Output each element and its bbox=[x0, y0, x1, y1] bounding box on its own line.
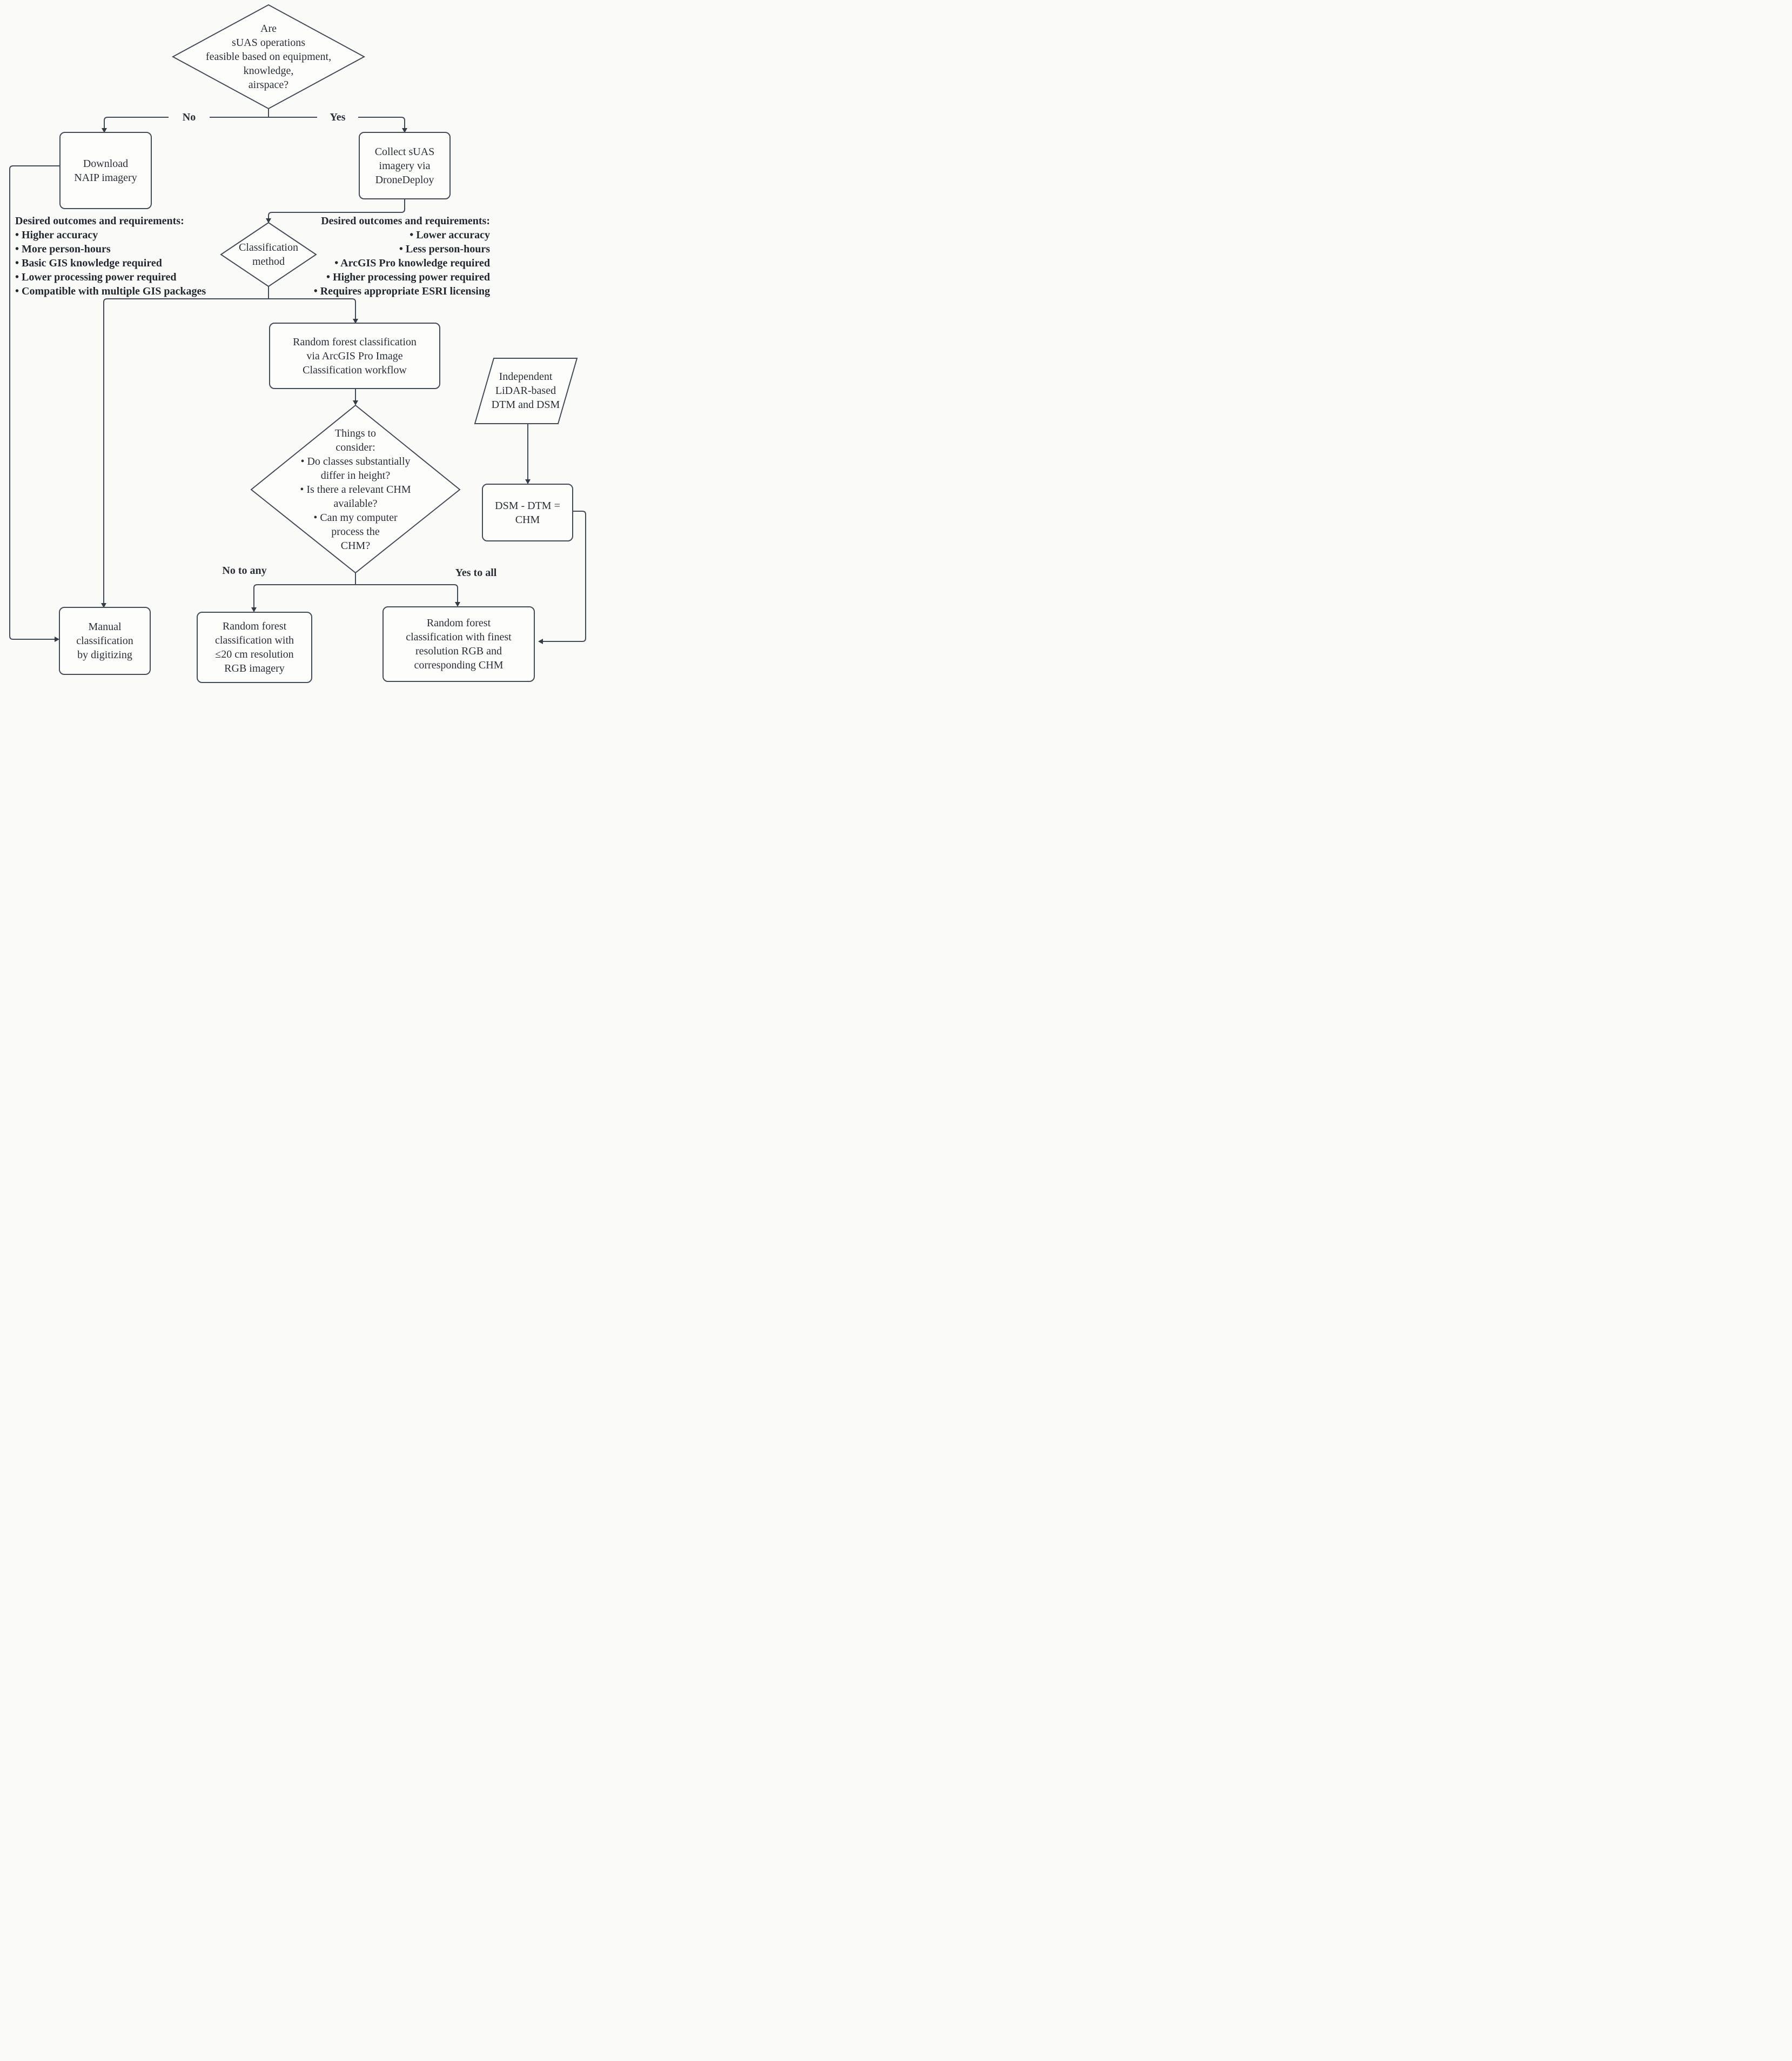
edge-collect-to-classification bbox=[268, 199, 405, 219]
rf-outcomes-bullet: • Lower accuracy bbox=[410, 229, 490, 241]
branch-label-no-to-any: No to any bbox=[222, 564, 267, 577]
rf-outcomes-title: Desired outcomes and requirements: bbox=[321, 215, 490, 227]
collect-suas-box bbox=[359, 132, 451, 199]
arrowhead-into-download bbox=[102, 128, 107, 133]
manual-outcomes-bullet: • Compatible with multiple GIS packages bbox=[15, 285, 206, 297]
manual-outcomes-bullet: • More person-hours bbox=[15, 243, 111, 255]
flowchart-canvas: Are sUAS operations feasible based on eq… bbox=[0, 0, 598, 687]
edge-chm-to-rf-chm bbox=[542, 511, 586, 642]
download-naip-text: Download NAIP imagery bbox=[74, 157, 137, 184]
arrowhead-into-manual-top bbox=[101, 603, 106, 608]
arrowhead-into-rf-chm-right bbox=[538, 639, 543, 644]
rf-workflow-text: Random forest classification via ArcGIS … bbox=[293, 336, 417, 376]
rf-outcomes-bullet: • Less person-hours bbox=[399, 243, 490, 255]
manual-outcomes-note: Desired outcomes and requirements: • Hig… bbox=[15, 214, 285, 298]
edge-naip-to-manual bbox=[9, 165, 60, 640]
edge-no-yes-split bbox=[104, 117, 405, 129]
manual-classification-box bbox=[59, 607, 151, 675]
arrowhead-into-rf-rgb bbox=[251, 607, 257, 612]
download-naip-box bbox=[59, 132, 152, 209]
arrowhead-into-chm-box bbox=[525, 479, 531, 484]
branch-label-yes: Yes bbox=[317, 110, 358, 124]
chm-formula-box bbox=[482, 484, 573, 541]
rf-workflow-box bbox=[269, 323, 440, 389]
lidar-dtm-dsm-text: Independent LiDAR-based DTM and DSM bbox=[491, 371, 560, 411]
rf-outcomes-bullet: • Requires appropriate ESRI licensing bbox=[313, 285, 490, 297]
things-to-consider-diamond bbox=[250, 404, 461, 574]
rf-rgb-chm-box bbox=[382, 606, 535, 682]
rf-rgb-only-text: Random forest classification with ≤20 cm… bbox=[214, 620, 294, 674]
arrowhead-into-consider bbox=[353, 400, 358, 405]
manual-outcomes-title: Desired outcomes and requirements: bbox=[15, 215, 184, 227]
classification-method-diamond bbox=[220, 222, 317, 287]
edge-classification-split bbox=[103, 298, 356, 604]
arrowhead-into-rf-chm-top bbox=[455, 602, 460, 607]
arrowhead-into-collect bbox=[402, 128, 407, 133]
branch-label-no: No bbox=[169, 110, 210, 124]
random-forest-outcomes-note: Desired outcomes and requirements: • Low… bbox=[278, 214, 490, 298]
manual-outcomes-bullet: • Lower processing power required bbox=[15, 271, 177, 283]
branch-label-yes-to-all: Yes to all bbox=[455, 566, 497, 579]
feasibility-decision-text: Are sUAS operations feasible based on eq… bbox=[205, 23, 332, 91]
rf-rgb-only-box bbox=[197, 612, 312, 683]
rf-rgb-chm-text: Random forest classification with finest… bbox=[406, 617, 512, 671]
arrowhead-into-classification bbox=[266, 218, 271, 223]
arrowhead-into-manual-left bbox=[55, 637, 59, 642]
lidar-parallelogram bbox=[474, 358, 578, 424]
classification-method-text: Classification method bbox=[239, 242, 298, 267]
chm-formula-text: DSM - DTM = CHM bbox=[495, 499, 560, 526]
collect-suas-text: Collect sUAS imagery via DroneDeploy bbox=[374, 145, 435, 186]
rf-outcomes-bullet: • Higher processing power required bbox=[326, 271, 490, 283]
manual-classification-text: Manual classification by digitizing bbox=[76, 621, 133, 661]
manual-outcomes-bullet: • Basic GIS knowledge required bbox=[15, 257, 162, 269]
feasibility-diamond bbox=[171, 4, 366, 110]
rf-outcomes-bullet: • ArcGIS Pro knowledge required bbox=[334, 257, 490, 269]
things-to-consider-text: Things to consider: • Do classes substan… bbox=[300, 427, 411, 552]
edge-consider-split bbox=[253, 584, 458, 608]
arrowhead-into-rf-workflow bbox=[353, 319, 358, 324]
manual-outcomes-bullet: • Higher accuracy bbox=[15, 229, 98, 241]
flowchart-shapes-layer bbox=[9, 4, 586, 683]
